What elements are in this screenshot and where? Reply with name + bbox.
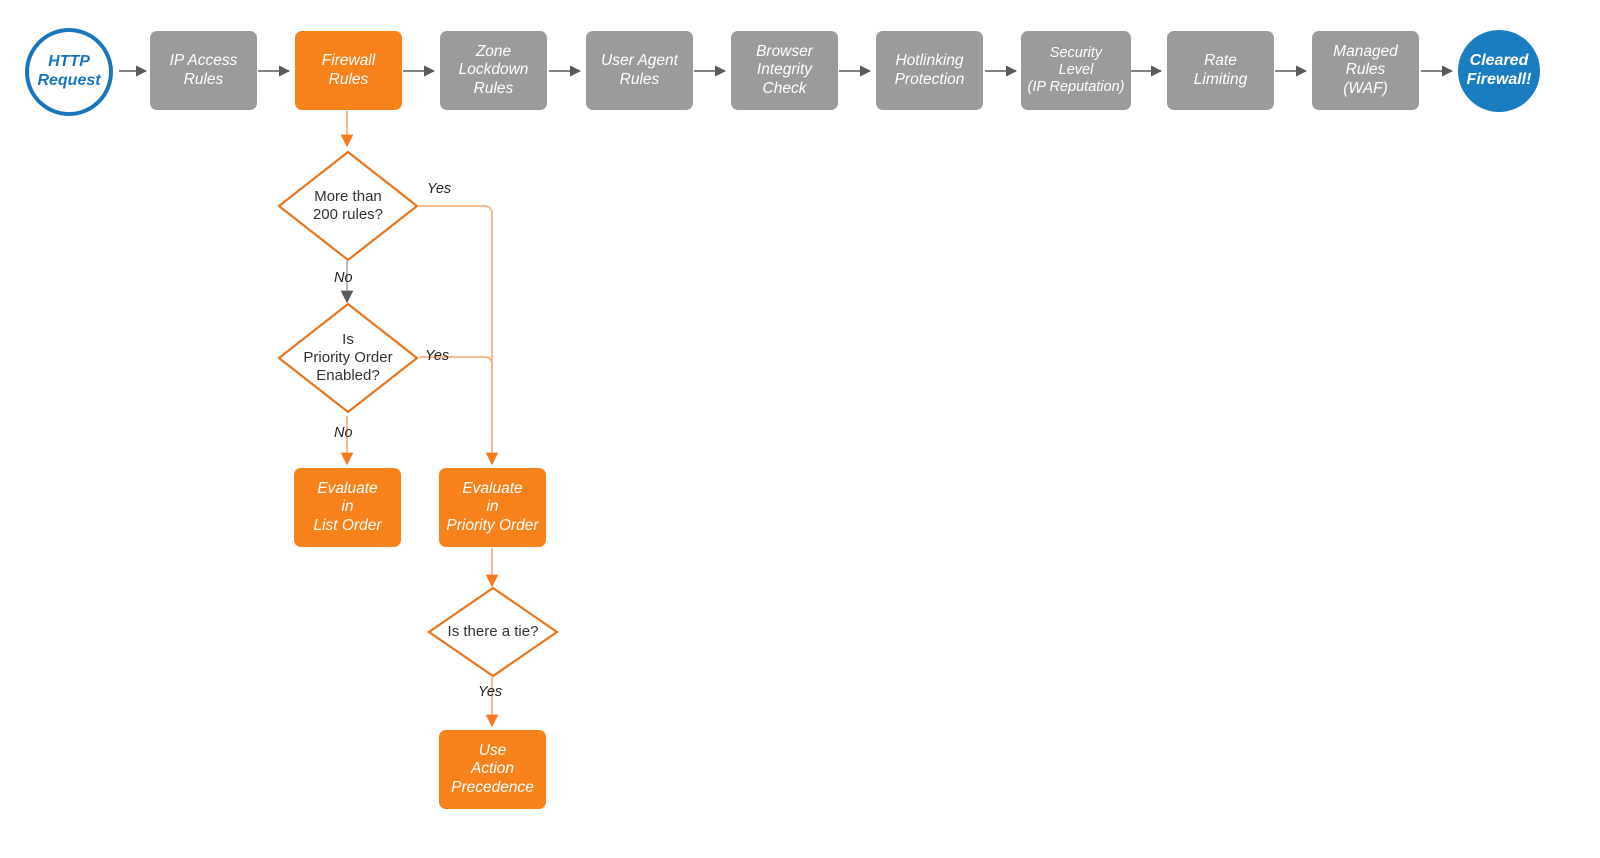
node-security-level[interactable]: Security Level (IP Reputation) [1021,31,1131,110]
node-ip-access-rules-label: IP Access Rules [169,52,238,88]
node-evaluate-in-priority-order-label: Evaluate in Priority Order [446,480,539,534]
node-cleared-firewall-label: Cleared Firewall! [1466,52,1532,88]
node-rate-limiting[interactable]: Rate Limiting [1167,31,1274,110]
node-browser-integrity-check[interactable]: Browser Integrity Check [731,31,838,110]
node-cleared-firewall[interactable]: Cleared Firewall! [1458,30,1540,112]
node-user-agent-rules-label: User Agent Rules [601,52,678,88]
node-is-priority-order-enabled[interactable]: Is Priority Order Enabled? [277,302,419,414]
node-http-request-label: HTTP Request [37,53,101,89]
node-hotlinking-protection-label: Hotlinking Protection [894,52,965,88]
arrow-yes-priority-order-enabled [419,356,493,430]
node-evaluate-in-list-order[interactable]: Evaluate in List Order [294,468,401,547]
node-more-than-200-rules-label: More than 200 rules? [312,187,384,223]
node-hotlinking-protection[interactable]: Hotlinking Protection [876,31,983,110]
node-user-agent-rules[interactable]: User Agent Rules [586,31,693,110]
arrow-yes-more-than-200 [419,205,499,466]
node-use-action-precedence-label: Use Action Precedence [451,742,534,796]
node-rate-limiting-label: Rate Limiting [1193,52,1248,88]
node-is-there-a-tie[interactable]: Is there a tie? [427,586,559,678]
node-more-than-200-rules[interactable]: More than 200 rules? [277,150,419,262]
edge-label-yes-is-there-a-tie: Yes [478,684,503,700]
edge-label-no-more-than-200: No [334,270,353,286]
is-there-a-tie-shape [427,586,559,678]
node-evaluate-in-list-order-label: Evaluate in List Order [313,480,382,534]
more-than-200-rules-shape [277,150,419,262]
node-browser-integrity-check-label: Browser Integrity Check [756,43,813,97]
node-evaluate-in-priority-order[interactable]: Evaluate in Priority Order [439,468,546,547]
node-firewall-rules-label: Firewall Rules [321,52,376,88]
node-firewall-rules[interactable]: Firewall Rules [295,31,402,110]
node-use-action-precedence[interactable]: Use Action Precedence [439,730,546,809]
node-is-there-a-tie-label: Is there a tie? [447,622,539,640]
edge-label-yes-more-than-200: Yes [427,181,452,197]
node-is-priority-order-enabled-label: Is Priority Order Enabled? [303,330,393,385]
node-managed-rules-waf-label: Managed Rules (WAF) [1333,43,1398,97]
is-priority-order-enabled-shape [277,302,419,414]
node-security-level-label: Security Level (IP Reputation) [1027,44,1125,96]
node-ip-access-rules[interactable]: IP Access Rules [150,31,257,110]
node-managed-rules-waf[interactable]: Managed Rules (WAF) [1312,31,1419,110]
edge-label-yes-priority-order-enabled: Yes [425,348,450,364]
node-zone-lockdown-rules-label: Zone Lockdown Rules [458,43,529,97]
node-http-request[interactable]: HTTP Request [25,28,113,116]
edge-label-no-priority-order-enabled: No [334,425,353,441]
node-zone-lockdown-rules[interactable]: Zone Lockdown Rules [440,31,547,110]
